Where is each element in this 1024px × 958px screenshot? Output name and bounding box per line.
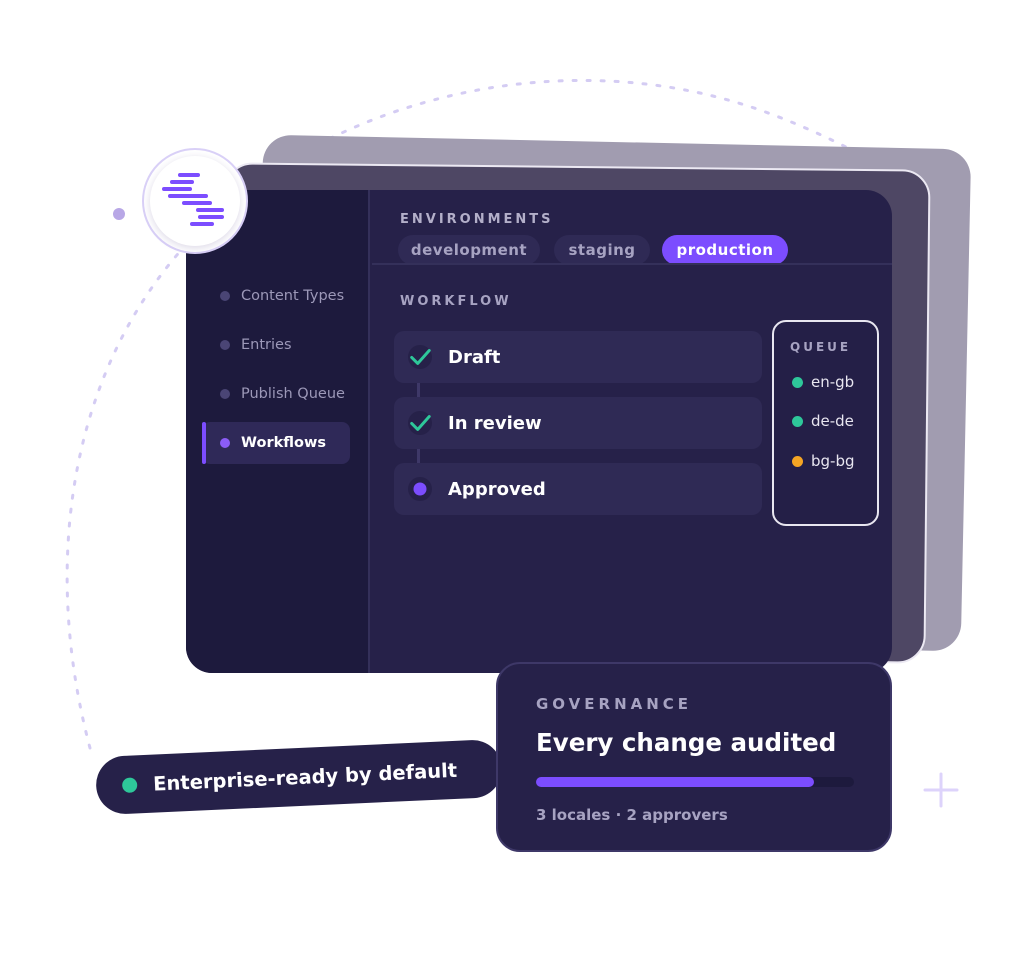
sidebar-item-label: Content Types — [241, 288, 345, 304]
step-connector — [417, 449, 420, 465]
decorative-dot — [113, 208, 125, 220]
sidebar-item-publish-queue[interactable]: Publish Queue — [220, 384, 370, 404]
sidebar-item-label: Workflows — [241, 435, 326, 451]
environments-heading: ENVIRONMENTS — [400, 212, 554, 227]
tab-staging[interactable]: staging — [554, 235, 650, 265]
queue-heading: QUEUE — [790, 340, 852, 354]
workflow-step-approved[interactable]: Approved — [394, 463, 762, 515]
active-indicator — [202, 422, 206, 464]
queue-item-label: bg-bg — [811, 452, 855, 470]
progress-bar — [536, 777, 854, 787]
nav-dot-icon — [220, 340, 230, 350]
check-icon — [408, 345, 432, 369]
governance-heading: GOVERNANCE — [536, 695, 693, 713]
progress-fill — [536, 777, 815, 787]
step-connector — [417, 383, 420, 399]
app-window: Content Types Entries Publish Queue Work… — [186, 190, 892, 673]
logo-icon — [150, 156, 240, 246]
nav-dot-icon — [220, 389, 230, 399]
queue-item-label: en-gb — [811, 373, 855, 391]
sidebar-item-entries[interactable]: Entries — [220, 335, 370, 355]
step-label: Approved — [448, 478, 546, 500]
queue-item-label: de-de — [811, 412, 854, 430]
sidebar-item-label: Publish Queue — [241, 386, 345, 402]
governance-meta: 3 locales · 2 approvers — [536, 806, 728, 824]
workflow-step-draft[interactable]: Draft — [394, 331, 762, 383]
governance-card: GOVERNANCE Every change audited 3 locale… — [496, 662, 892, 852]
enterprise-badge-text: Enterprise-ready by default — [152, 758, 458, 796]
step-label: Draft — [448, 346, 501, 368]
queue-item-de-de[interactable]: de-de — [792, 411, 854, 431]
sidebar-item-workflows[interactable]: Workflows — [202, 422, 350, 464]
queue-item-en-gb[interactable]: en-gb — [792, 372, 854, 392]
workflow-heading: WORKFLOW — [400, 294, 512, 309]
queue-item-bg-bg[interactable]: bg-bg — [792, 451, 855, 471]
plus-icon — [923, 772, 959, 808]
dot-icon — [408, 477, 432, 501]
status-dot-icon — [121, 776, 138, 793]
status-dot-icon — [792, 415, 803, 427]
nav-dot-icon — [220, 438, 230, 448]
status-dot-icon — [792, 376, 803, 388]
tab-production[interactable]: production — [662, 235, 788, 265]
step-label: In review — [448, 412, 542, 434]
queue-panel: QUEUE en-gb de-de bg-bg — [772, 320, 879, 526]
sidebar-item-content-types[interactable]: Content Types — [220, 286, 370, 306]
divider — [372, 263, 892, 265]
governance-title: Every change audited — [536, 728, 837, 757]
status-dot-icon — [792, 455, 803, 467]
nav-dot-icon — [220, 291, 230, 301]
workflow-step-in-review[interactable]: In review — [394, 397, 762, 449]
sidebar: Content Types Entries Publish Queue Work… — [186, 190, 370, 673]
tab-development[interactable]: development — [398, 235, 540, 265]
sidebar-item-label: Entries — [241, 337, 292, 353]
check-icon — [408, 411, 432, 435]
